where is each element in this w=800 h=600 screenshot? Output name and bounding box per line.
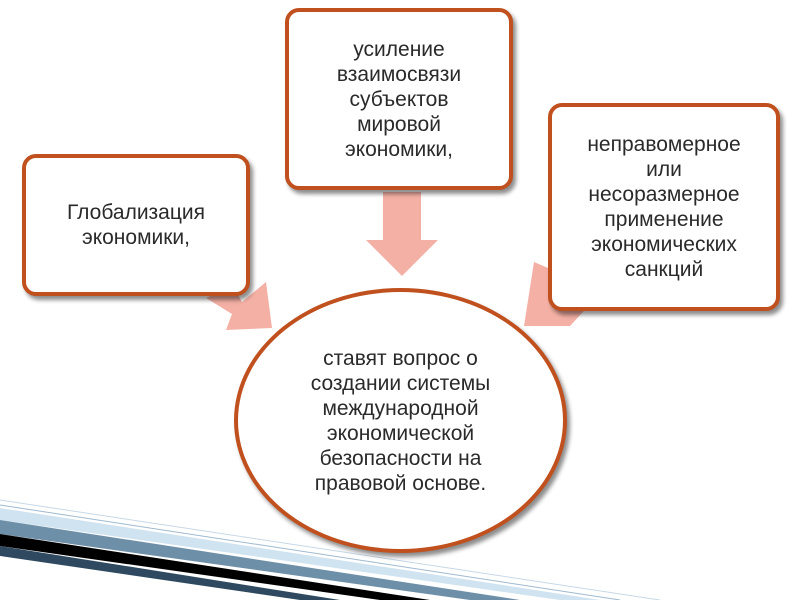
center-text: ставят вопрос о создании системы междуна… [310,346,491,495]
arrow-down-top [366,192,438,276]
globalization-box: Глобализация экономики, [22,154,250,296]
sanctions-text: неправомерное или несоразмерное применен… [587,133,741,281]
center-circle: ставят вопрос о создании системы междуна… [234,288,567,553]
corner-stripes [0,499,661,600]
globalization-text: Глобализация экономики, [66,201,205,249]
sanctions-box: неправомерное или несоразмерное применен… [548,103,780,311]
interconnection-text: усиление взаимосвязи субъектов мировой э… [336,37,462,161]
interconnection-box: усиление взаимосвязи субъектов мировой э… [285,8,513,190]
